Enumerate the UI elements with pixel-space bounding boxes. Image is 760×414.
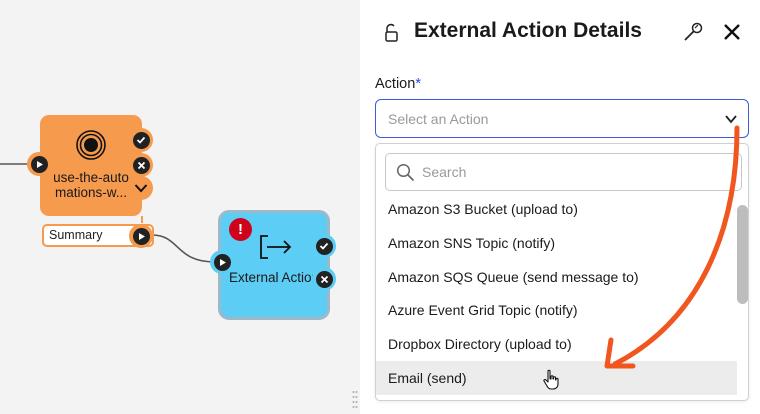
option-amazon-sns[interactable]: Amazon SNS Topic (notify): [388, 235, 556, 251]
details-panel: External Action Details Action* Select a…: [360, 0, 760, 414]
ext-success-port[interactable]: [312, 234, 336, 258]
ext-input-port[interactable]: [210, 250, 234, 274]
chevron-down-icon: [134, 184, 148, 193]
external-action-label: External Action: [228, 270, 320, 285]
dropdown-scrollbar[interactable]: [737, 199, 748, 399]
external-arrow-icon: [260, 235, 292, 259]
play-icon: [219, 258, 226, 266]
scroll-thumb[interactable]: [737, 205, 748, 304]
required-mark: *: [415, 76, 421, 92]
summary-output[interactable]: Summary: [42, 224, 154, 247]
failure-port[interactable]: [129, 153, 153, 177]
success-port[interactable]: [129, 128, 153, 152]
resize-handle-icon[interactable]: [352, 390, 358, 410]
summary-label: Summary: [49, 228, 103, 242]
target-icon: [76, 130, 106, 160]
automation-node-label: use-the-auto mations-w...: [53, 170, 129, 200]
action-field-label: Action*: [375, 76, 421, 92]
option-amazon-sqs[interactable]: Amazon SQS Queue (send message to): [388, 269, 639, 285]
x-icon: [137, 161, 145, 169]
action-dropdown: Amazon S3 Bucket (upload to) Amazon SNS …: [375, 143, 749, 401]
input-port[interactable]: [27, 152, 51, 176]
unlock-icon[interactable]: [383, 23, 401, 43]
select-placeholder: Select an Action: [388, 111, 489, 127]
workflow-canvas[interactable]: use-the-auto mations-w... Summary Extern…: [0, 0, 360, 414]
expand-port[interactable]: [129, 176, 153, 200]
action-select[interactable]: Select an Action: [375, 99, 749, 138]
search-icon: [396, 163, 415, 182]
ext-failure-port[interactable]: [312, 267, 336, 291]
automation-node[interactable]: use-the-auto mations-w...: [40, 115, 142, 216]
x-icon: [320, 275, 328, 283]
wrench-icon[interactable]: [682, 21, 704, 43]
option-azure-event-grid[interactable]: Azure Event Grid Topic (notify): [388, 302, 578, 318]
play-icon: [36, 160, 43, 168]
close-icon[interactable]: [721, 21, 743, 43]
option-amazon-s3[interactable]: Amazon S3 Bucket (upload to): [388, 201, 578, 217]
hand-cursor-icon: [543, 369, 559, 390]
option-dropbox[interactable]: Dropbox Directory (upload to): [388, 336, 572, 352]
panel-title: External Action Details: [414, 19, 642, 42]
check-icon: [136, 136, 146, 144]
summary-port[interactable]: [129, 224, 153, 248]
search-field[interactable]: [385, 153, 742, 191]
search-input[interactable]: [422, 160, 722, 184]
alert-badge: !: [229, 218, 252, 241]
action-label-text: Action: [375, 76, 416, 92]
play-icon: [138, 232, 145, 240]
check-icon: [319, 242, 329, 250]
chevron-down-icon: [725, 115, 737, 124]
external-action-node[interactable]: External Action: [218, 210, 330, 320]
connector-wires: [0, 163, 216, 263]
